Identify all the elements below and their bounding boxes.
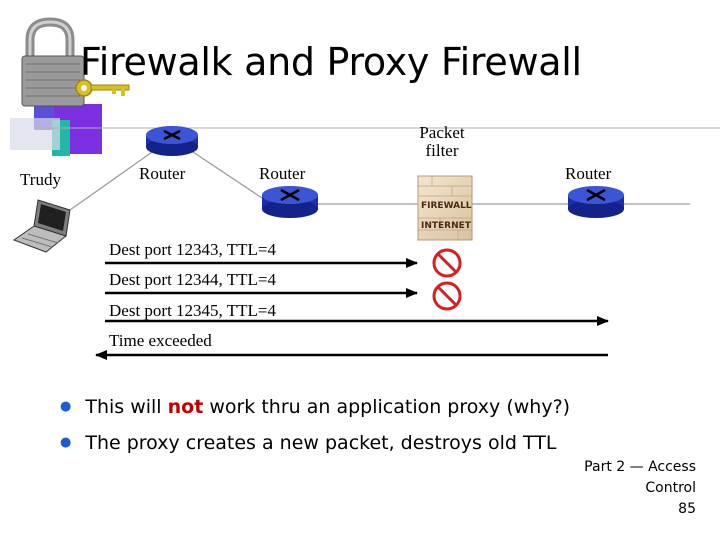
bullet-2-text: The proxy creates a new packet, destroys…: [85, 432, 557, 454]
packet-label-1: Dest port 12343, TTL=4: [109, 240, 276, 259]
bullet-1-text-b: work thru an application proxy (why?): [203, 396, 571, 418]
logo-decoration: [10, 70, 720, 156]
page-number: 85: [678, 501, 696, 517]
packet-label-time-exceeded: Time exceeded: [109, 331, 212, 350]
laptop-icon: [12, 199, 71, 253]
label-packet-filter: Packet filter: [414, 124, 470, 160]
footer-line-1: Part 2 — Access: [584, 459, 696, 475]
footer-line-2: Control: [645, 480, 696, 496]
bullet-dot-icon: ●: [60, 399, 72, 414]
logo-block-gray: [10, 118, 60, 150]
bullet-1-emphasis: not: [167, 396, 204, 418]
bullet-2: ● The proxy creates a new packet, destroy…: [60, 432, 556, 454]
packet-arrows: [95, 258, 609, 360]
link-trudy-router1: [69, 149, 156, 211]
key-icon: [75, 79, 130, 97]
firewall-icon: FIREWALL INTERNET: [417, 175, 473, 241]
blocked-icon-1: [432, 248, 462, 278]
bullet-1: ● This will not work thru an application …: [60, 396, 570, 418]
packet-label-2: Dest port 12344, TTL=4: [109, 270, 276, 289]
slide-footer: Part 2 — Access Control 85: [584, 457, 696, 520]
label-packet-filter-line1: Packet: [419, 123, 465, 142]
label-packet-filter-line2: filter: [425, 141, 459, 160]
bullet-dot-icon: ●: [60, 435, 72, 450]
router-icon-2: [262, 186, 318, 218]
firewall-image-text-2: INTERNET: [421, 221, 472, 231]
bullet-1-text-a: This will: [85, 396, 168, 418]
slide-title: Firewalk and Proxy Firewall: [80, 40, 582, 84]
network-links: [69, 149, 690, 211]
padlock-icon: [21, 17, 85, 107]
blocked-icon-2: [432, 281, 462, 311]
firewall-image-text-1: FIREWALL: [421, 201, 472, 211]
router-icon-1: [146, 126, 198, 156]
label-trudy: Trudy: [20, 170, 61, 189]
label-router-2: Router: [259, 164, 306, 183]
label-router-1: Router: [139, 164, 186, 183]
link-router1-router2: [189, 149, 263, 199]
label-router-3: Router: [565, 164, 612, 183]
router-icon-3: [568, 186, 624, 218]
packet-label-3: Dest port 12345, TTL=4: [109, 301, 276, 320]
